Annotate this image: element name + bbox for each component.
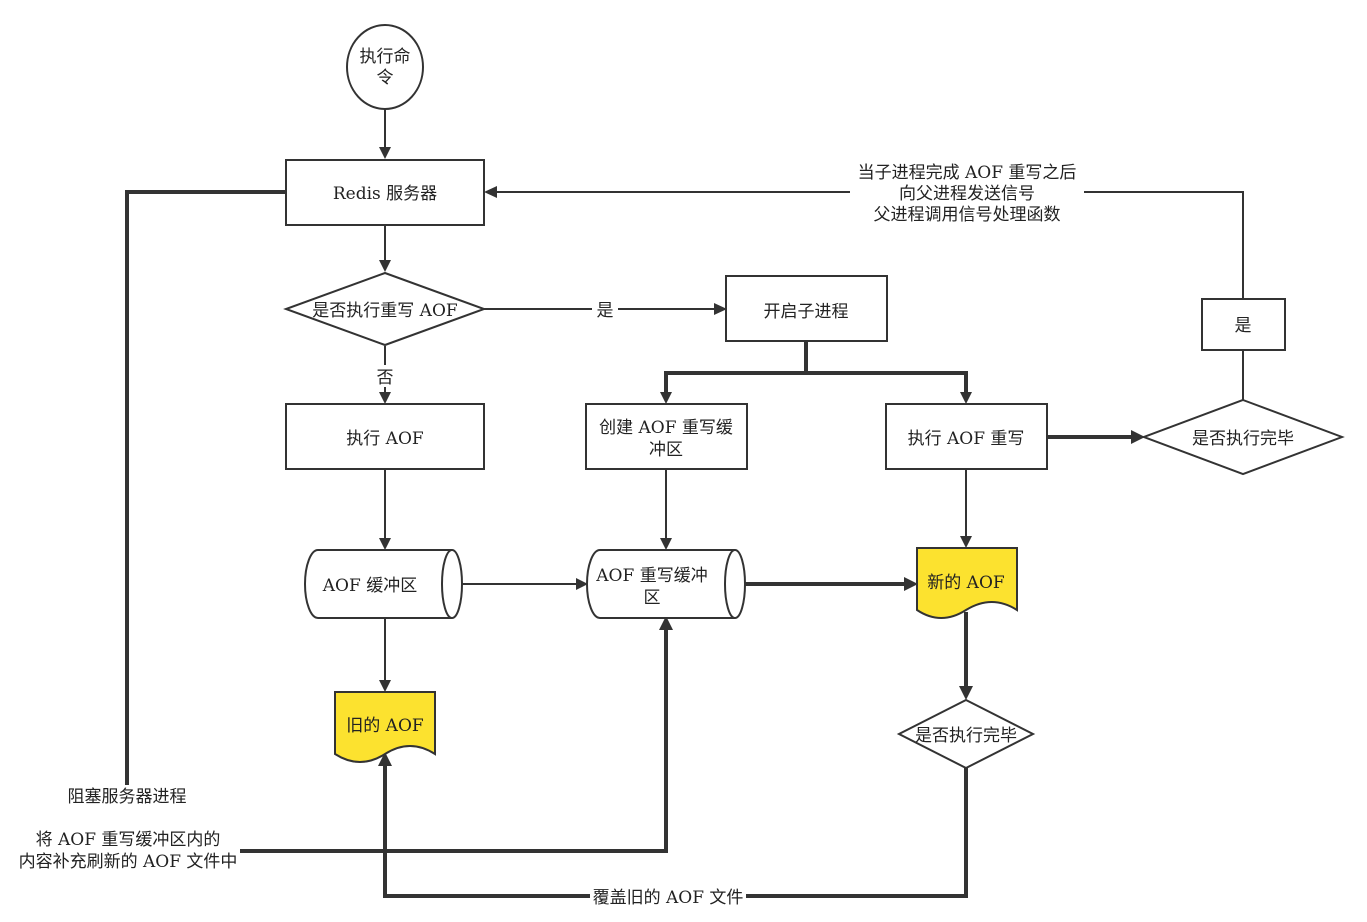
decision-done-right-node[interactable]: 是否执行完毕 <box>1141 398 1345 476</box>
start-node[interactable]: 执行命 令 <box>346 24 424 110</box>
edge-child-to-create-buffer <box>664 342 808 394</box>
create-rewrite-buffer-line2: 冲区 <box>649 440 683 460</box>
yes-box-label: 是 <box>1235 316 1252 336</box>
aof-buffer-label: AOF 缓冲区 <box>322 576 417 596</box>
label-overwrite-text: 覆盖旧的 AOF 文件 <box>593 888 744 908</box>
do-rewrite-node[interactable]: 执行 AOF 重写 <box>885 403 1048 470</box>
do-rewrite-label: 执行 AOF 重写 <box>908 429 1025 449</box>
edge-yes-to-server <box>496 191 1244 299</box>
create-rewrite-buffer-node[interactable]: 创建 AOF 重写缓 冲区 <box>585 403 748 470</box>
redis-server-node[interactable]: Redis 服务器 <box>285 159 485 226</box>
label-block-text: 阻塞服务器进程 <box>68 787 187 807</box>
label-overwrite: 覆盖旧的 AOF 文件 <box>590 885 746 909</box>
decision-rewrite-node[interactable]: 是否执行重写 AOF <box>283 271 487 347</box>
label-yes-text: 是 <box>597 301 614 321</box>
do-aof-node[interactable]: 执行 AOF <box>285 403 485 470</box>
label-append-line2: 内容补充刷新的 AOF 文件中 <box>19 852 238 872</box>
edge-server-to-block <box>125 190 286 785</box>
old-aof-label: 旧的 AOF <box>346 716 424 736</box>
start-label-line1: 执行命 <box>360 47 411 67</box>
decision-done-mid-label: 是否执行完毕 <box>915 726 1017 746</box>
redis-server-label: Redis 服务器 <box>333 184 437 204</box>
label-no: 否 <box>372 365 398 388</box>
rewrite-buffer-node[interactable]: AOF 重写缓冲 区 <box>586 549 746 619</box>
label-no-text: 否 <box>377 368 394 388</box>
label-append-line1: 将 AOF 重写缓冲区内的 <box>36 830 221 850</box>
decision-done-mid-node[interactable]: 是否执行完毕 <box>896 698 1036 770</box>
label-yes: 是 <box>592 298 618 321</box>
start-child-label: 开启子进程 <box>764 302 849 322</box>
edge-append-to-rewrite-buffer <box>240 630 668 853</box>
rewrite-buffer-line1: AOF 重写缓冲 <box>595 566 707 586</box>
aof-buffer-node[interactable]: AOF 缓冲区 <box>304 549 463 619</box>
decision-rewrite-label: 是否执行重写 AOF <box>312 301 458 321</box>
label-signal-line2: 向父进程发送信号 <box>899 184 1035 204</box>
edge-child-to-rewrite <box>806 371 968 394</box>
label-append: 将 AOF 重写缓冲区内的 内容补充刷新的 AOF 文件中 <box>19 830 238 872</box>
old-aof-node[interactable]: 旧的 AOF <box>334 691 436 763</box>
new-aof-label: 新的 AOF <box>927 573 1005 593</box>
label-block: 阻塞服务器进程 <box>68 787 187 807</box>
label-signal-line1: 当子进程完成 AOF 重写之后 <box>858 163 1077 183</box>
label-signal: 当子进程完成 AOF 重写之后 向父进程发送信号 父进程调用信号处理函数 <box>850 160 1084 226</box>
create-rewrite-buffer-line1: 创建 AOF 重写缓 <box>599 418 733 438</box>
start-label-line2: 令 <box>377 68 394 88</box>
rewrite-buffer-line2: 区 <box>644 588 661 608</box>
label-signal-line3: 父进程调用信号处理函数 <box>874 205 1061 225</box>
start-child-node[interactable]: 开启子进程 <box>725 275 888 342</box>
new-aof-node[interactable]: 新的 AOF <box>916 547 1018 619</box>
yes-box-node[interactable]: 是 <box>1201 298 1286 351</box>
do-aof-label: 执行 AOF <box>346 429 424 449</box>
edge-overwrite-old-aof <box>383 766 968 898</box>
decision-done-right-label: 是否执行完毕 <box>1192 429 1294 449</box>
